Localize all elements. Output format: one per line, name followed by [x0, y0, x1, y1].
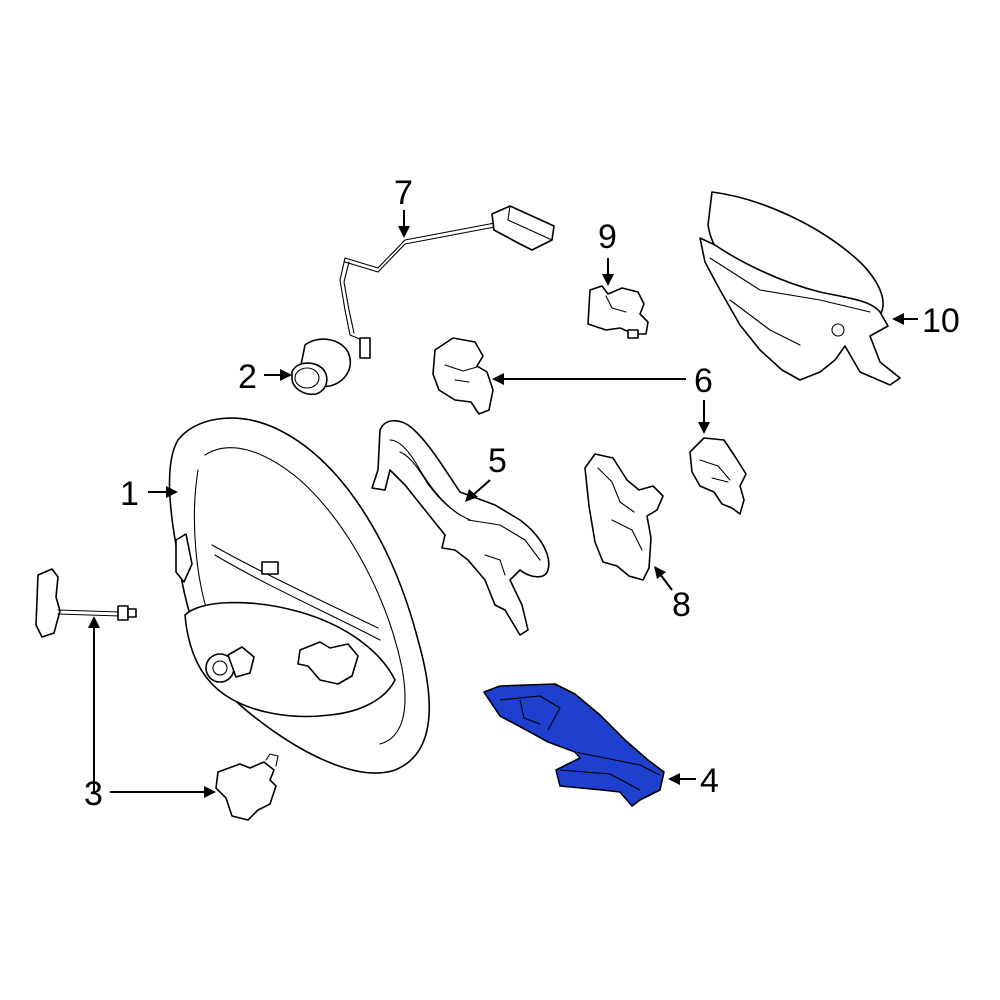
leader-9: 9	[598, 218, 617, 286]
callout-7: 7	[394, 174, 413, 212]
part-5-switch-housing[interactable]	[371, 419, 550, 636]
part-6-switch-left[interactable]	[432, 337, 494, 415]
leader-2: 2	[238, 358, 292, 396]
leader-1: 1	[120, 475, 178, 513]
part-2-cap[interactable]	[291, 338, 352, 396]
leader-6: 6	[492, 362, 713, 434]
leader-7: 7	[394, 174, 413, 238]
callout-3: 3	[84, 775, 103, 813]
leader-3: 3	[84, 616, 216, 813]
callout-10: 10	[922, 302, 960, 340]
callout-4: 4	[700, 762, 719, 800]
callout-6: 6	[694, 362, 713, 400]
part-1-steering-wheel[interactable]	[168, 417, 431, 774]
part-4-trim-cover[interactable]	[483, 683, 665, 807]
callout-2: 2	[238, 358, 257, 396]
leader-5: 5	[465, 442, 507, 502]
leader-8: 8	[654, 566, 691, 624]
callout-9: 9	[598, 218, 617, 256]
leader-10: 10	[892, 302, 960, 340]
leader-4: 4	[668, 762, 719, 800]
part-7-wire-harness[interactable]	[339, 205, 555, 359]
callout-8: 8	[672, 586, 691, 624]
part-3-switch-harness[interactable]	[35, 568, 279, 821]
part-10-airbag-module[interactable]	[699, 191, 901, 386]
callout-5: 5	[488, 442, 507, 480]
part-9-clip[interactable]	[587, 285, 649, 339]
part-4-fill	[483, 683, 665, 807]
part-6-switch-right[interactable]	[689, 437, 747, 515]
part-8-switch[interactable]	[584, 453, 664, 581]
callout-1: 1	[120, 475, 139, 513]
